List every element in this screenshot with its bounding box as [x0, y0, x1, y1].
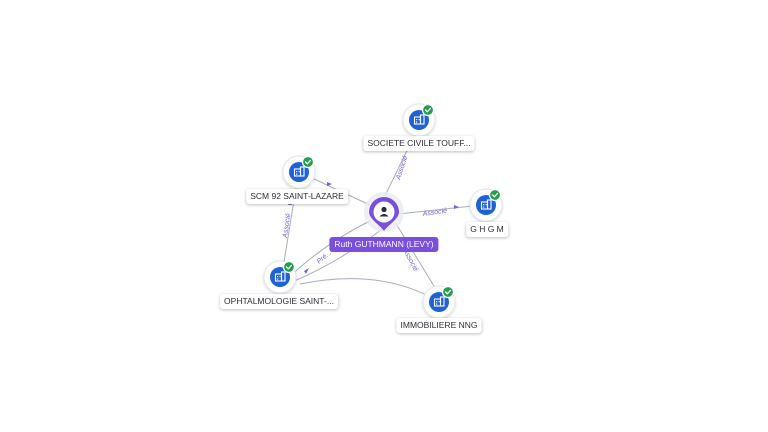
building-icon — [274, 271, 286, 282]
company-label-immo[interactable]: IMMOBILIERE NNG — [396, 318, 482, 333]
arrow-icon — [304, 268, 309, 274]
company-label-ghgm[interactable]: G H G M — [466, 222, 508, 237]
company-label-societe[interactable]: SOCIETE CIVILE TOUFF... — [363, 136, 475, 151]
verified-check-icon — [301, 155, 315, 169]
company-node-societe[interactable] — [402, 103, 436, 137]
edge-label-ghgm: Associé — [421, 208, 447, 218]
edge-ophtal-immo[interactable] — [299, 278, 437, 301]
company-label-ophtal[interactable]: OPHTALMOLOGIE SAINT-... — [220, 294, 338, 309]
person-label[interactable]: Ruth GUTHMANN (LEVY) — [329, 237, 439, 252]
verified-check-icon — [488, 188, 502, 202]
company-node-ghgm[interactable] — [469, 188, 503, 222]
arrow-icon — [454, 205, 459, 209]
edge-center-ophtal-2[interactable] — [291, 225, 387, 283]
building-icon — [293, 166, 305, 177]
verified-check-icon — [282, 260, 296, 274]
company-node-ophtal[interactable] — [263, 260, 297, 294]
building-icon — [413, 114, 425, 125]
verified-check-icon — [441, 285, 455, 299]
company-node-scm92[interactable] — [282, 155, 316, 189]
edge-label-societe: Associé — [395, 155, 410, 182]
building-icon — [480, 199, 492, 210]
edge-center-immo[interactable] — [394, 221, 441, 297]
company-node-immo[interactable] — [422, 285, 456, 319]
arrow-icon — [327, 182, 332, 186]
edge-center-ghgm[interactable] — [397, 204, 483, 215]
edge-label-scm92-ophtal: Associé — [282, 213, 292, 239]
person-node[interactable] — [364, 192, 404, 232]
building-icon — [433, 296, 445, 307]
verified-check-icon — [421, 103, 435, 117]
company-label-scm92[interactable]: SCM 92 SAINT-LAZARE — [246, 189, 348, 204]
